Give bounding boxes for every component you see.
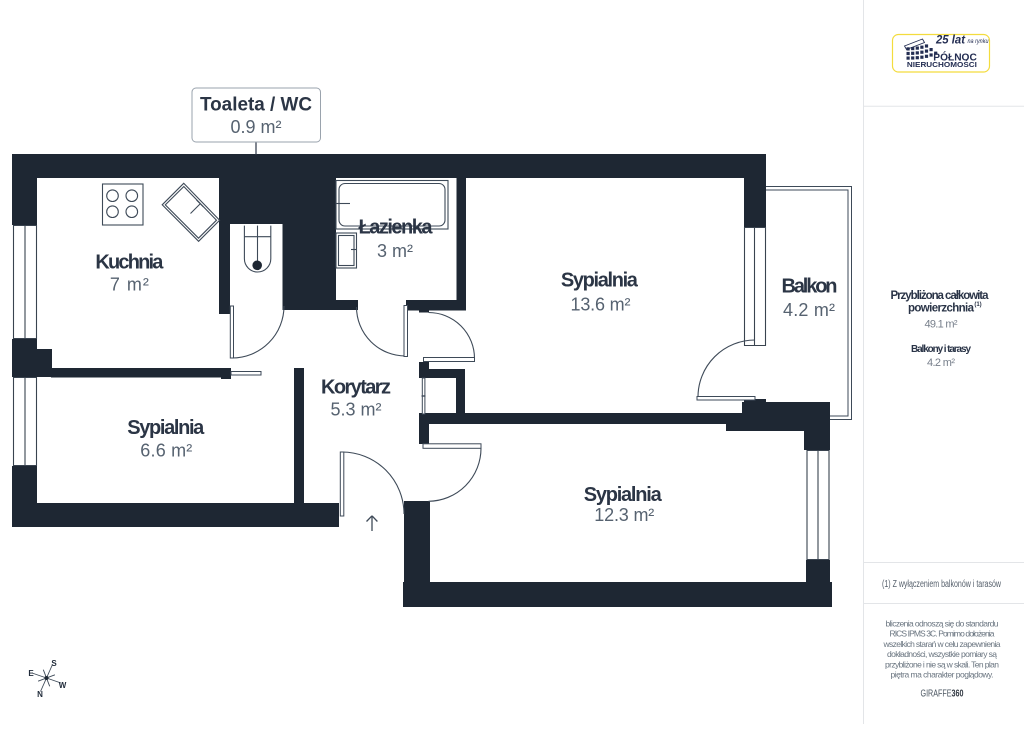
svg-text:na rynku: na rynku [968,39,990,45]
svg-text:PÓŁNOC: PÓŁNOC [933,51,977,64]
svg-text:piętra ma charakter poglądowy.: piętra ma charakter poglądowy. [891,670,994,680]
svg-text:5.3 m²: 5.3 m² [331,400,382,420]
svg-text:N: N [37,690,43,699]
svg-text:(1) Z wyłączeniem balkonów i t: (1) Z wyłączeniem balkonów i tarasów [882,579,1002,590]
svg-text:4.2 m²: 4.2 m² [783,300,835,320]
svg-text:RICS IPMS 3C. Pomimo dołożenia: RICS IPMS 3C. Pomimo dołożenia [890,629,995,639]
svg-text:Sypialnia: Sypialnia [127,417,205,439]
svg-text:Łazienka: Łazienka [359,217,434,239]
svg-text:25 lat: 25 lat [935,33,966,47]
svg-text:Przybliżona całkowita: Przybliżona całkowita [891,290,990,302]
svg-text:W: W [59,681,67,690]
svg-text:wszelkich starań w celu zapewn: wszelkich starań w celu zapewnienia [883,639,1001,649]
svg-text:4.2 m²: 4.2 m² [927,357,955,369]
svg-text:przybliżone i nie są w skali.: przybliżone i nie są w skali. Ten plan [885,659,999,669]
svg-text:7 m²: 7 m² [110,275,149,295]
svg-text:dokładności, wszystkie pomiary: dokładności, wszystkie pomiary są [887,649,997,659]
svg-text:Toaleta / WC: Toaleta / WC [200,94,312,116]
svg-text:NIERUCHOMOŚCI: NIERUCHOMOŚCI [907,60,977,69]
svg-text:S: S [51,659,57,668]
svg-text:Kuchnia: Kuchnia [95,252,164,274]
svg-text:GIRAFFE360: GIRAFFE360 [921,688,964,700]
svg-text:Korytarz: Korytarz [321,376,391,398]
svg-text:(1): (1) [974,302,981,308]
svg-text:0.9 m²: 0.9 m² [231,117,282,137]
svg-text:Sypialnia: Sypialnia [561,270,639,292]
svg-text:Balkony i tarasy: Balkony i tarasy [911,344,971,355]
svg-text:12.3 m²: 12.3 m² [594,505,654,525]
svg-text:13.6 m²: 13.6 m² [571,294,631,314]
svg-text:E: E [28,669,34,678]
svg-text:6.6 m²: 6.6 m² [140,441,192,461]
svg-text:3 m²: 3 m² [377,241,413,261]
svg-text:bliczenia odnoszą się do stand: bliczenia odnoszą się do standardu [886,619,999,629]
svg-text:49.1 m²: 49.1 m² [925,319,958,331]
svg-text:Balkon: Balkon [782,276,838,298]
svg-text:powierzchnia: powierzchnia [908,303,975,315]
svg-text:Sypialnia: Sypialnia [584,484,663,506]
